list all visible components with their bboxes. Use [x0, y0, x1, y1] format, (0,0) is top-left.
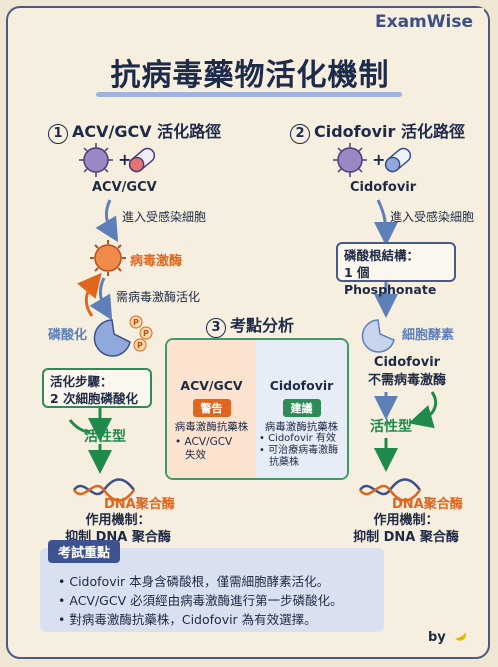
signature: by — [428, 623, 469, 645]
cidofovir-label: Cidofovir — [350, 180, 417, 195]
signature-text: by — [428, 630, 446, 645]
exam-points-box: Cidofovir 本身含磷酸根，僅需細胞酵素活化。 ACV/GCV 必須經由病… — [40, 548, 384, 632]
exam-point: 對病毒激酶抗藥株，Cidofovir 為有效選擇。 — [58, 610, 384, 629]
page-title: 抗病毒藥物活化機制 — [110, 58, 390, 93]
phosphate-icons: P P P — [129, 315, 153, 352]
dna-icon — [72, 478, 136, 502]
exam-tag: 考試重點 — [48, 540, 121, 563]
virus-icon — [333, 143, 367, 177]
enter-cell-right: 進入受感染細胞 — [390, 210, 475, 224]
compare-right-name: Cidofovir — [269, 378, 334, 393]
section-1-number: 1 — [48, 124, 68, 144]
section-3-number: 3 — [206, 318, 226, 338]
exam-points-list: Cidofovir 本身含磷酸根，僅需細胞酵素活化。 ACV/GCV 必須經由病… — [40, 548, 384, 629]
no-viral-kinase-note: Cidofovir 不需病毒激酶 — [352, 354, 462, 390]
compare-right-items: • Cidofovir 有效 • 可治療病毒激酶 抗藥株 — [259, 433, 338, 469]
plus-sign: + — [372, 150, 385, 169]
arrow-green-curve-right — [408, 391, 437, 429]
brand-logo: ExamWise — [364, 8, 484, 36]
virus-icon — [79, 143, 113, 177]
activation-steps-line1: 活化步驟： — [50, 374, 113, 389]
svg-text:P: P — [143, 329, 149, 338]
needs-viral-kinase: 需病毒激酶活化 — [116, 290, 201, 304]
arrow-enter-right — [373, 199, 398, 246]
phosphonate-line1: 磷酸根結構： — [344, 248, 420, 263]
compare-left-item1: • ACV/GCV — [175, 436, 233, 448]
cellular-enzyme-icon — [361, 319, 395, 353]
compare-left-name: ACV/GCV — [180, 378, 243, 393]
dna-polymerase-right: DNA聚合酶 — [392, 497, 463, 512]
mechanism-right-line2: 抑制 DNA 聚合酶 — [353, 530, 459, 545]
section-1-title: ACV/GCV 活化路徑 — [72, 122, 222, 141]
compare-right-item2: • 可治療病毒激酶 — [259, 445, 339, 456]
exam-point: ACV/GCV 必須經由病毒激酶進行第一步磷酸化。 — [58, 591, 384, 610]
title-underline — [96, 92, 402, 97]
no-viral-kinase-line1: Cidofovir — [373, 355, 441, 370]
arrow-green-curve-left — [68, 419, 91, 434]
compare-left-item2: 失效 — [185, 449, 206, 461]
acv-gcv-column: ACV/GCV 警告 病毒激酶抗藥株 • ACV/GCV 失效 — [167, 340, 256, 478]
exam-point: Cidofovir 本身含磷酸根，僅需細胞酵素活化。 — [58, 572, 384, 591]
phosphonate-line2: 1 個 Phosphonate — [344, 265, 437, 297]
cidofovir-column: Cidofovir 建議 病毒激酶抗藥株 • Cidofovir 有效 • 可治… — [256, 340, 347, 478]
analysis-compare-box: ACV/GCV 警告 病毒激酶抗藥株 • ACV/GCV 失效 Cidofovi… — [165, 338, 349, 480]
phosphonate-box: 磷酸根結構： 1 個 Phosphonate — [336, 242, 456, 297]
compare-left-items: • ACV/GCV 失效 — [175, 436, 232, 462]
arrow-orange-back — [77, 272, 102, 317]
activation-steps-line2: 2 次細胞磷酸化 — [50, 391, 139, 406]
plus-sign: + — [118, 150, 131, 169]
svg-text:P: P — [133, 318, 139, 327]
active-form-right: 活性型 — [370, 419, 412, 435]
acv-gcv-label: ACV/GCV — [92, 180, 157, 195]
dna-icon — [358, 478, 422, 502]
cellular-enzyme-label: 細胞酵素 — [402, 328, 455, 343]
arrow-enter-left — [95, 199, 119, 243]
section-2-number: 2 — [290, 124, 310, 144]
compare-right-item2-cont: 抗藥株 — [269, 457, 299, 468]
mechanism-right-line1: 作用機制： — [373, 513, 439, 528]
phosphorylation-label: 磷酸化 — [48, 328, 88, 343]
pill-icon — [128, 147, 156, 173]
recommend-tag: 建議 — [282, 399, 321, 417]
section-3-title: 考點分析 — [230, 316, 295, 335]
warning-tag: 警告 — [192, 399, 231, 417]
svg-text:P: P — [137, 341, 143, 350]
viral-kinase-icon — [90, 240, 126, 276]
compare-right-item1: • Cidofovir 有效 — [259, 433, 336, 444]
no-viral-kinase-line2: 不需病毒激酶 — [367, 373, 446, 388]
enter-cell-left: 進入受感染細胞 — [122, 210, 207, 224]
arrow-kinase-down — [89, 277, 113, 321]
active-form-left: 活性型 — [84, 429, 126, 445]
compare-right-title: 病毒激酶抗藥株 — [264, 421, 339, 433]
compare-left-title: 病毒激酶抗藥株 — [174, 421, 249, 433]
pill-icon — [384, 147, 412, 173]
dna-polymerase-left: DNA聚合酶 — [104, 497, 175, 512]
enzyme-pacman-icon — [93, 319, 131, 357]
mechanism-right: 作用機制： 抑制 DNA 聚合酶 — [346, 512, 466, 546]
section-2-title: Cidofovir 活化路徑 — [314, 122, 466, 141]
mechanism-left-line1: 作用機制： — [85, 513, 151, 528]
viral-kinase-label: 病毒激酶 — [130, 254, 183, 269]
activation-steps-box: 活化步驟： 2 次細胞磷酸化 — [42, 368, 152, 408]
